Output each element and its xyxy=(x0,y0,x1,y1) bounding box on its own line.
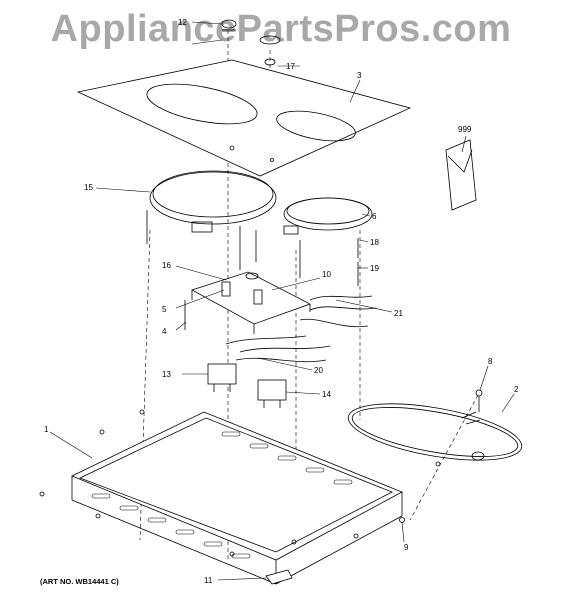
literature-packet-part xyxy=(445,139,477,211)
control-bracket-part xyxy=(184,271,312,334)
callout-999: 999 xyxy=(458,125,472,134)
callout-13: 13 xyxy=(162,370,171,379)
callout-2: 2 xyxy=(514,385,519,394)
callout-9: 9 xyxy=(404,543,409,552)
infinite-switch-14-part xyxy=(257,379,287,408)
small-radiant-element-part xyxy=(283,197,373,286)
power-cord-part xyxy=(347,403,523,461)
callout-10: 10 xyxy=(322,270,331,279)
callout-11: 15 xyxy=(84,183,93,192)
large-radiant-element-part xyxy=(146,170,277,270)
callout-1: 1 xyxy=(44,425,49,434)
art-number: (ART NO. WB14441 C) xyxy=(40,577,119,586)
glass-cooktop-part xyxy=(76,59,412,177)
top-fasteners-part xyxy=(221,19,281,66)
callout-15: 16 xyxy=(162,261,171,270)
callout-20: 20 xyxy=(314,366,323,375)
callout-18: 19 xyxy=(370,264,379,273)
callout-16: 17 xyxy=(286,62,295,71)
burner-box-part xyxy=(71,411,403,585)
callout-12: 12 xyxy=(178,18,187,27)
wiring-harness-part xyxy=(225,295,377,363)
callout-17: 18 xyxy=(370,238,379,247)
callout-8: 8 xyxy=(488,357,493,366)
callout-6: 6 xyxy=(372,212,377,221)
callout-labels: 12 17 3 999 15 6 18 19 16 10 5 4 21 13 2… xyxy=(44,18,519,585)
callout-19: 11 xyxy=(204,576,213,585)
infinite-switch-13-part xyxy=(207,363,237,392)
callout-4: 4 xyxy=(162,327,167,336)
callout-3: 3 xyxy=(357,71,362,80)
callout-21: 21 xyxy=(394,309,403,318)
callout-leader-lines xyxy=(49,21,515,581)
callout-14: 14 xyxy=(322,390,331,399)
site-watermark: AppliancePartsPros.com xyxy=(50,8,512,50)
bracket-19-part xyxy=(265,569,293,585)
screws-part xyxy=(39,389,483,557)
callout-5: 5 xyxy=(162,305,167,314)
